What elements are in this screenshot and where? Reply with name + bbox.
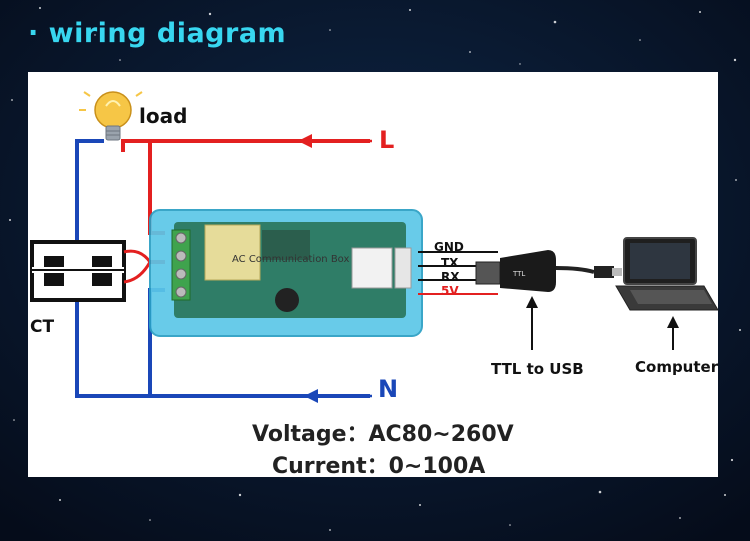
computer-icon bbox=[615, 237, 719, 311]
computer-label: Computer bbox=[635, 358, 719, 376]
line-label: L bbox=[379, 126, 395, 154]
current-transformer-icon bbox=[30, 240, 152, 302]
ttl-usb-adapter: TTL bbox=[475, 250, 622, 292]
tx-pin-label: TX bbox=[441, 256, 459, 270]
5v-pin-label: 5V bbox=[441, 284, 459, 298]
ttl-to-usb-label: TTL to USB bbox=[491, 360, 584, 378]
slide-title: · wiring diagram bbox=[28, 18, 287, 49]
pzem-module: AC Communication Box bbox=[149, 209, 423, 337]
lightbulb-icon bbox=[79, 91, 143, 141]
module-label: AC Communication Box bbox=[232, 254, 349, 265]
neutral-arrow bbox=[304, 389, 372, 403]
rx-pin-label: RX bbox=[441, 270, 460, 284]
current-spec: Current：0~100A bbox=[272, 454, 486, 479]
ct-label: CT bbox=[30, 317, 55, 337]
neutral-label: N bbox=[378, 375, 399, 403]
load-label: load bbox=[139, 104, 188, 128]
voltage-spec: Voltage：AC80~260V bbox=[252, 422, 514, 447]
computer-label-arrow bbox=[667, 316, 679, 350]
line-arrow bbox=[298, 134, 372, 148]
svg-text:TTL: TTL bbox=[512, 270, 525, 278]
ttl-label-arrow bbox=[526, 296, 538, 350]
gnd-pin-label: GND bbox=[434, 240, 464, 254]
